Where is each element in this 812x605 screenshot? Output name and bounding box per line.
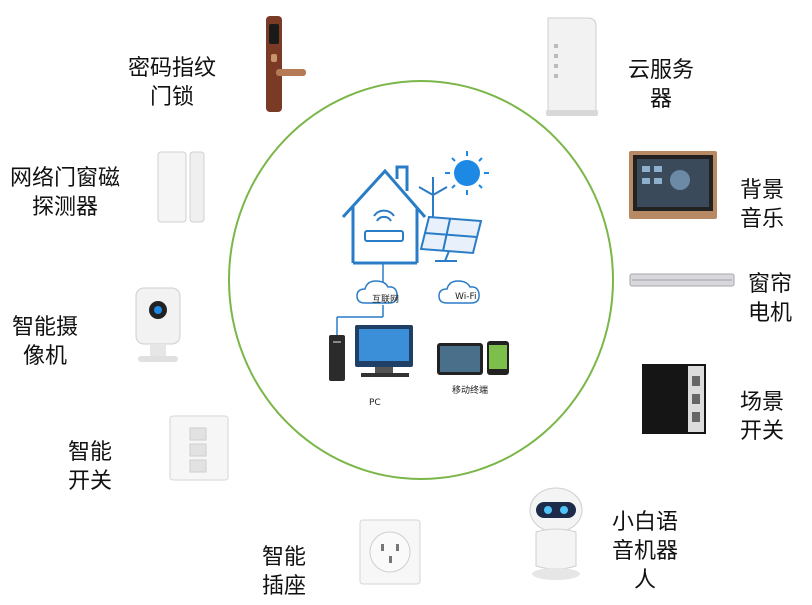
camera-label: 智能摄 像机 <box>12 315 79 369</box>
smart-home-hub-illustration <box>329 151 509 381</box>
sun-icon <box>445 151 489 195</box>
door-sensor-label: 网络门窗磁 探测器 <box>10 166 121 220</box>
robot-label: 小白语 音机器 人 <box>612 510 679 593</box>
scene-switch-label: 场景 开关 <box>740 390 785 444</box>
socket-label: 智能 插座 <box>262 545 307 599</box>
background-music-panel-image <box>629 151 717 219</box>
house-icon <box>341 165 427 265</box>
pc-icon <box>329 325 413 381</box>
smart-switch-image <box>169 415 229 481</box>
solar-panel-icon <box>419 215 483 262</box>
internet-label: 互联网 <box>372 295 400 305</box>
pc-label: PC <box>369 398 381 408</box>
wifi-cloud-icon <box>438 280 480 304</box>
wifi-label: Wi-Fi <box>455 292 477 302</box>
bg-music-label: 背景 音乐 <box>740 178 785 232</box>
mobile-terminal-icon <box>437 341 509 375</box>
router-icon <box>364 230 404 242</box>
smart-camera-image <box>135 287 181 362</box>
internet-cloud-icon <box>356 280 398 304</box>
smart-switch-label: 智能 开关 <box>68 440 113 494</box>
cloud-server-label: 云服务 器 <box>628 58 695 112</box>
hub-circle <box>228 80 614 480</box>
scene-switch-image <box>642 364 706 434</box>
cloud-server-image <box>546 17 598 116</box>
curtain-motor-image <box>629 273 735 287</box>
mobile-terminal-label: 移动终端 <box>452 386 489 396</box>
curtain-label: 窗帘 电机 <box>748 272 793 326</box>
lock-label: 密码指纹 门锁 <box>128 56 217 110</box>
fingerprint-lock-image <box>266 16 306 112</box>
voice-robot-image <box>529 487 583 580</box>
door-sensor-image <box>157 151 205 223</box>
smart-socket-image <box>359 519 421 585</box>
